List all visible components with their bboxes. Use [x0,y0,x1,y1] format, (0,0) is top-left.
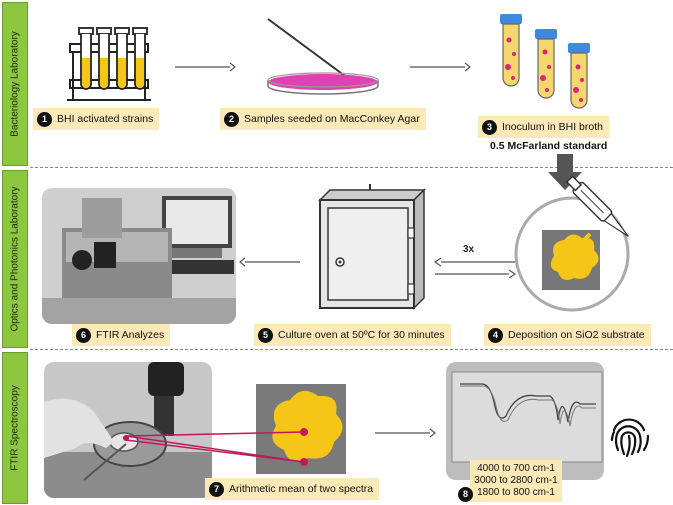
test-tube-rack-icon [67,27,151,101]
step-4-text: Deposition on SiO2 substrate [508,329,645,341]
step-2-number: 2 [224,111,239,127]
step-5-number: 5 [258,327,273,343]
fingerprint-icon [610,418,650,458]
step-6-label: 6 FTIR Analyzes [72,324,171,346]
culture-oven-icon [318,184,426,310]
sample-holder-drawing [44,362,212,498]
band-bacteriology-label: Bacteriology Laboratory [9,31,21,137]
wavenumber-range: 3000 to 2800 cm-1 [474,475,558,486]
petri-dish-icon [267,18,379,95]
step-2-label: 2 Samples seeded on MacConkey Agar [220,108,426,130]
step-2-text: Samples seeded on MacConkey Agar [244,113,420,125]
step-5-text: Culture oven at 50ºC for 30 minutes [278,329,445,341]
sample-holder-photo [44,362,212,498]
step-4-label: 4 Deposition on SiO2 substrate [484,324,651,346]
repeat-arrows-icon [433,257,517,279]
step-8-label: 4000 to 700 cm-1 3000 to 2800 cm-1 1800 … [470,460,562,502]
step-6-number: 6 [76,327,91,343]
step-5-label: 5 Culture oven at 50ºC for 30 minutes [254,324,451,346]
step-1-number: 1 [37,111,52,127]
band-optics-label: Optics and Photonics Laboratory [9,186,21,332]
step-8-number: 8 [458,486,473,502]
step-4-number: 4 [488,327,503,343]
wavenumber-range: 1800 to 800 cm-1 [477,487,555,498]
step-3-subtext: 0.5 McFarland standard [490,140,608,152]
arrow-right-icon [375,428,436,438]
step-3-text: Inoculum in BHI broth [502,121,603,133]
arrow-left-icon [239,257,300,267]
wavenumber-range: 4000 to 700 cm-1 [477,463,555,474]
band-ftir-label: FTIR Spectroscopy [9,385,21,471]
inoculum-tubes-icon [500,14,590,109]
step-7-label: 7 Arithmetic mean of two spectra [205,478,380,500]
measurement-lines [123,431,305,463]
arrow-right-icon [175,62,236,72]
repeat-count: 3x [463,244,475,255]
step-3-number: 3 [482,119,497,135]
band-optics: Optics and Photonics Laboratory [2,170,28,348]
step-7-text: Arithmetic mean of two spectra [229,483,374,495]
step-8-badge: 8 [458,484,478,502]
section-divider [30,349,673,350]
band-ftir: FTIR Spectroscopy [2,352,28,504]
substrate-icon [514,175,630,312]
step-1-text: BHI activated strains [57,113,154,125]
step-6-text: FTIR Analyzes [96,329,165,341]
section-divider [30,167,673,168]
arrow-right-icon [410,62,471,72]
ftir-instrument-photo [42,188,236,324]
step-1-label: 1 BHI activated strains [33,108,160,130]
measurement-spots-icon [256,384,346,474]
ftir-instrument-drawing [42,188,236,324]
step-7-number: 7 [209,481,224,497]
band-bacteriology: Bacteriology Laboratory [2,2,28,166]
step-3-label: 3 Inoculum in BHI broth [478,116,609,138]
